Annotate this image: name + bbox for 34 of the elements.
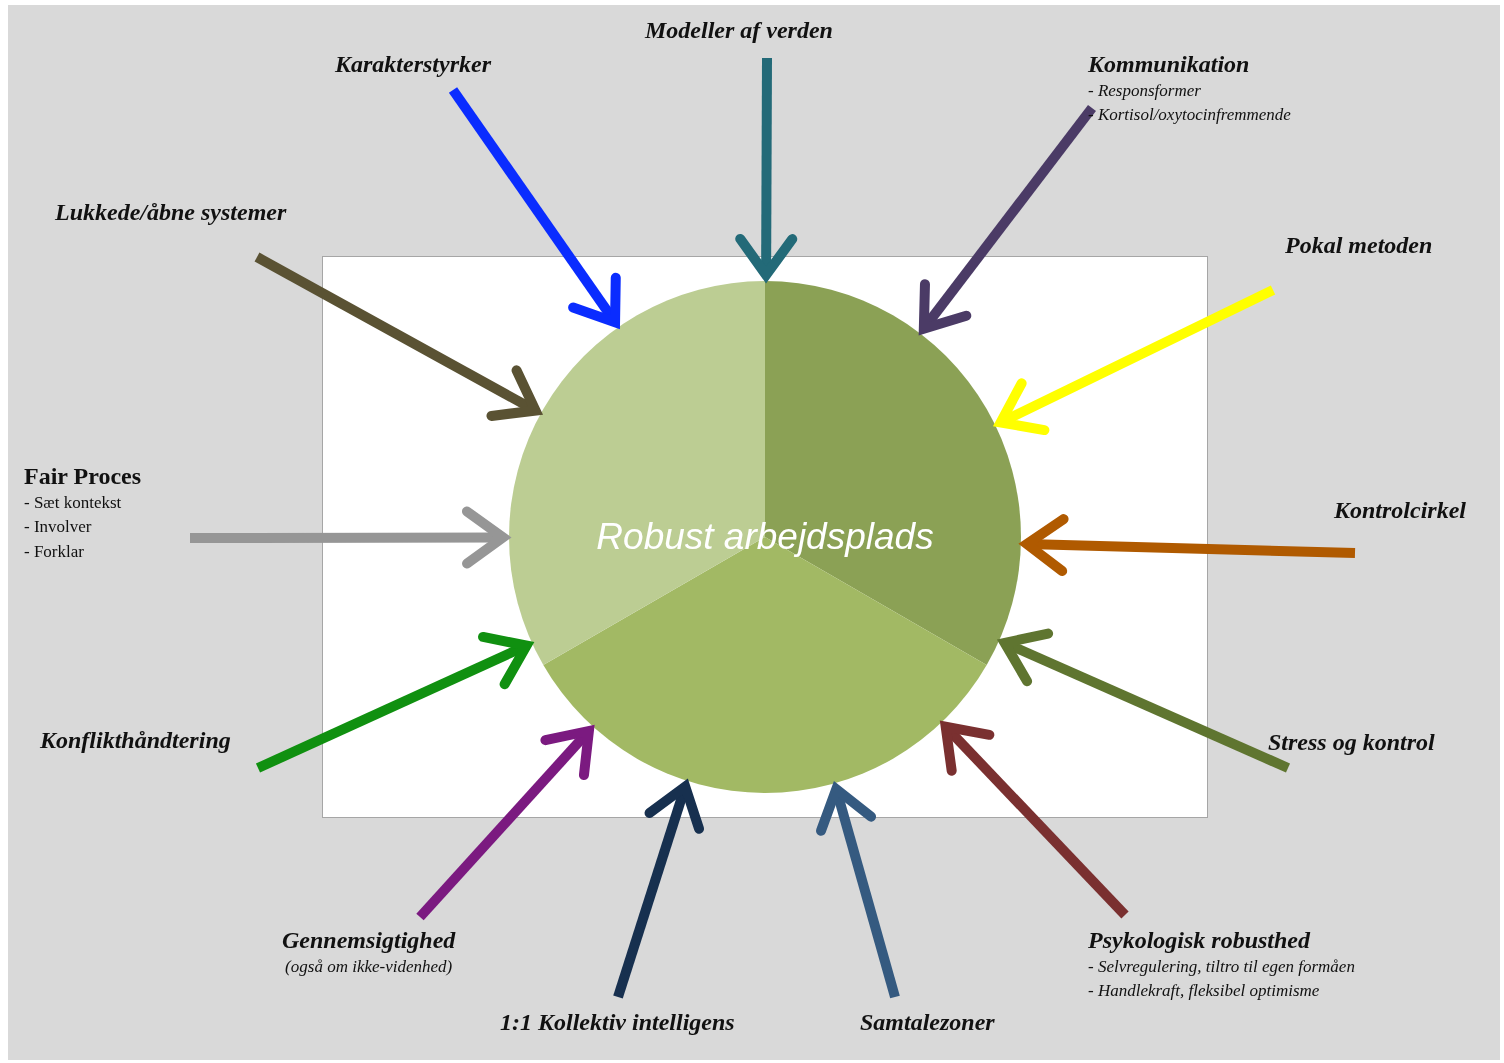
label-heading: Kommunikation: [1088, 50, 1250, 79]
pie-circle: [509, 281, 1021, 793]
label-heading: 1:1 Kollektiv intelligens: [500, 1008, 735, 1037]
arrow: [254, 252, 541, 421]
label-heading: Samtalezoner: [860, 1008, 995, 1037]
arrow: [255, 631, 532, 773]
label-heading: Psykologisk robusthed: [1088, 926, 1311, 955]
label-heading: Modeller af verden: [645, 16, 833, 45]
bullet-text: - Sæt kontekst: [24, 491, 122, 514]
label-heading: Pokal metoden: [1285, 231, 1433, 260]
arrow: [999, 628, 1291, 773]
label-heading: Konflikthåndtering: [40, 726, 231, 755]
label-heading: Lukkede/åbne systemer: [55, 198, 287, 227]
label-heading: Karakterstyrker: [335, 50, 491, 79]
arrow: [1021, 514, 1356, 577]
arrow: [918, 104, 1096, 334]
bullet-text: - Kortisol/oxytocinfremmende: [1088, 104, 1291, 127]
arrow: [816, 784, 900, 999]
bullet-text: (også om ikke-videnhed): [285, 955, 453, 978]
arrow: [995, 285, 1276, 436]
center-title: Robust arbejdsplads: [596, 516, 934, 558]
bullet-text: - Handlekraft, fleksibel optimisme: [1088, 980, 1320, 1003]
bullet-text: - Selvregulering, tiltro til egen formåen: [1088, 955, 1355, 978]
label-heading: Kontrolcirkel: [1334, 496, 1466, 525]
label-heading: Fair Proces: [24, 462, 142, 491]
arrow: [613, 781, 705, 999]
bullet-text: - Responsformer: [1088, 79, 1201, 102]
bullet-text: - Involver: [24, 516, 92, 539]
label-heading: Gennemsigtighed: [282, 926, 456, 955]
label-heading: Stress og kontrol: [1268, 728, 1435, 757]
bullet-text: - Forklar: [24, 541, 84, 564]
arrow: [448, 87, 621, 328]
arrow: [940, 721, 1129, 919]
arrow: [416, 726, 594, 921]
